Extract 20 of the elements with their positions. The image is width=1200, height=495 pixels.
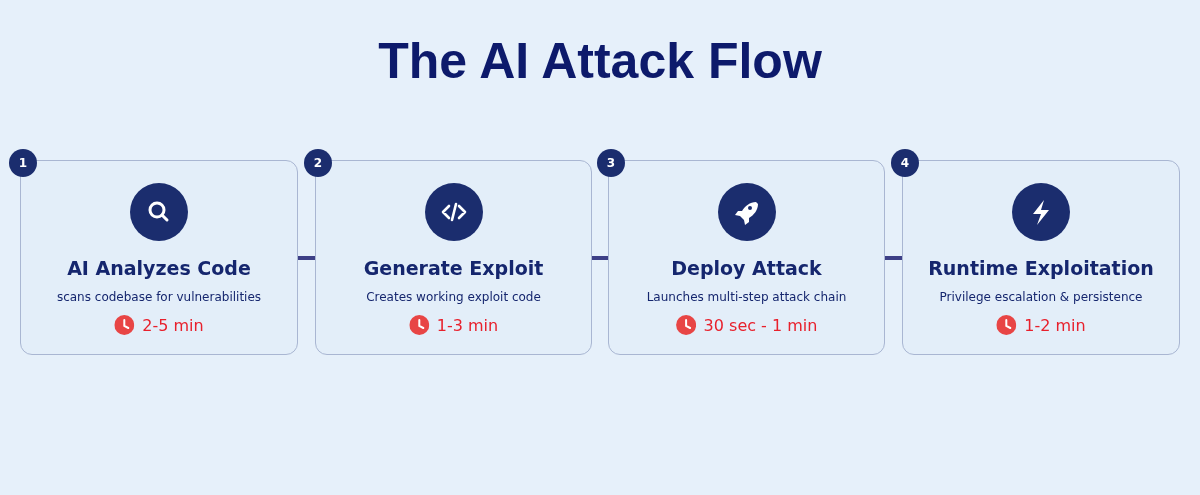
step-title: AI Analyzes Code xyxy=(66,257,252,279)
duration: 2-5 min xyxy=(142,315,204,335)
step-title: Runtime Exploitation xyxy=(927,257,1155,279)
connector-line xyxy=(885,256,902,260)
duration: 30 sec - 1 min xyxy=(703,315,818,335)
step-title: Deploy Attack xyxy=(670,257,823,279)
connector-line xyxy=(592,256,608,260)
step-number: 1 xyxy=(9,149,37,177)
step-description: Creates working exploit code xyxy=(365,290,542,304)
step-description: Launches multi-step attack chain xyxy=(645,290,848,304)
title: The AI Attack Flow xyxy=(377,32,823,90)
step-description: Privilege escalation & persistence xyxy=(938,290,1144,304)
duration: 1-3 min xyxy=(436,315,499,335)
connector-line xyxy=(298,256,315,260)
duration: 1-2 min xyxy=(1024,315,1086,335)
step-description: scans codebase for vulnerabilities xyxy=(55,290,263,304)
step-number: 2 xyxy=(304,149,332,177)
step-title: Generate Exploit xyxy=(362,257,545,279)
step-number: 4 xyxy=(891,149,919,177)
step-number: 3 xyxy=(597,149,625,177)
